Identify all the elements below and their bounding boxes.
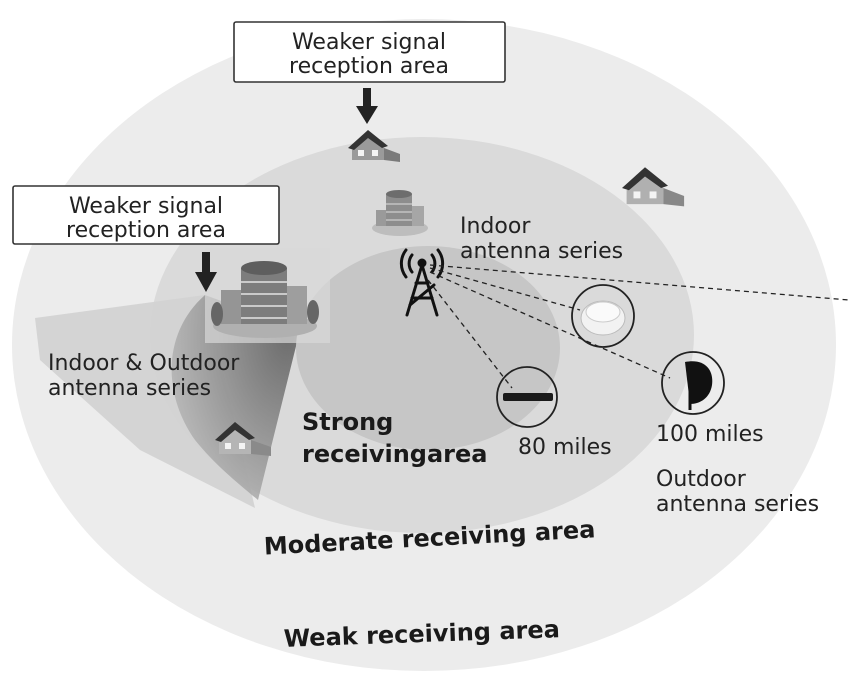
indoor-outdoor-series-line2: antenna series	[48, 376, 211, 401]
house-icon	[622, 167, 685, 207]
callout-left-line2: reception area	[66, 218, 226, 243]
outdoor-antenna-icon	[661, 351, 725, 415]
strong-zone-line1: Strong	[302, 408, 393, 436]
tower-icon	[399, 248, 445, 317]
indoor-outdoor-series-line1: Indoor & Outdoor	[48, 351, 240, 376]
down-arrow-icon	[195, 252, 217, 292]
down-arrow-icon	[356, 88, 378, 124]
distance-80-label: 80 miles	[518, 435, 612, 460]
outdoor-series-line1: Outdoor	[656, 467, 747, 492]
building-icon	[205, 248, 330, 343]
callout-top-line2: reception area	[289, 54, 449, 79]
indoor-series-line2: antenna series	[460, 239, 623, 264]
outdoor-series-line2: antenna series	[656, 492, 819, 517]
strong-zone-line2: receivingarea	[302, 440, 487, 468]
distance-100-label: 100 miles	[656, 422, 764, 447]
callout-top-line1: Weaker signal	[292, 30, 446, 55]
callout-left: Weaker signal reception area	[12, 185, 280, 245]
signal-lines	[427, 264, 849, 389]
house-icon	[348, 130, 400, 162]
flat-antenna-icon	[496, 366, 558, 428]
indoor-series-line1: Indoor	[460, 214, 531, 239]
callout-left-line1: Weaker signal	[69, 194, 223, 219]
round-indoor-antenna-icon	[571, 284, 635, 348]
strong-zone	[296, 246, 560, 450]
building-icon	[372, 190, 428, 236]
callout-top: Weaker signal reception area	[233, 21, 506, 83]
house-icon	[215, 422, 271, 456]
